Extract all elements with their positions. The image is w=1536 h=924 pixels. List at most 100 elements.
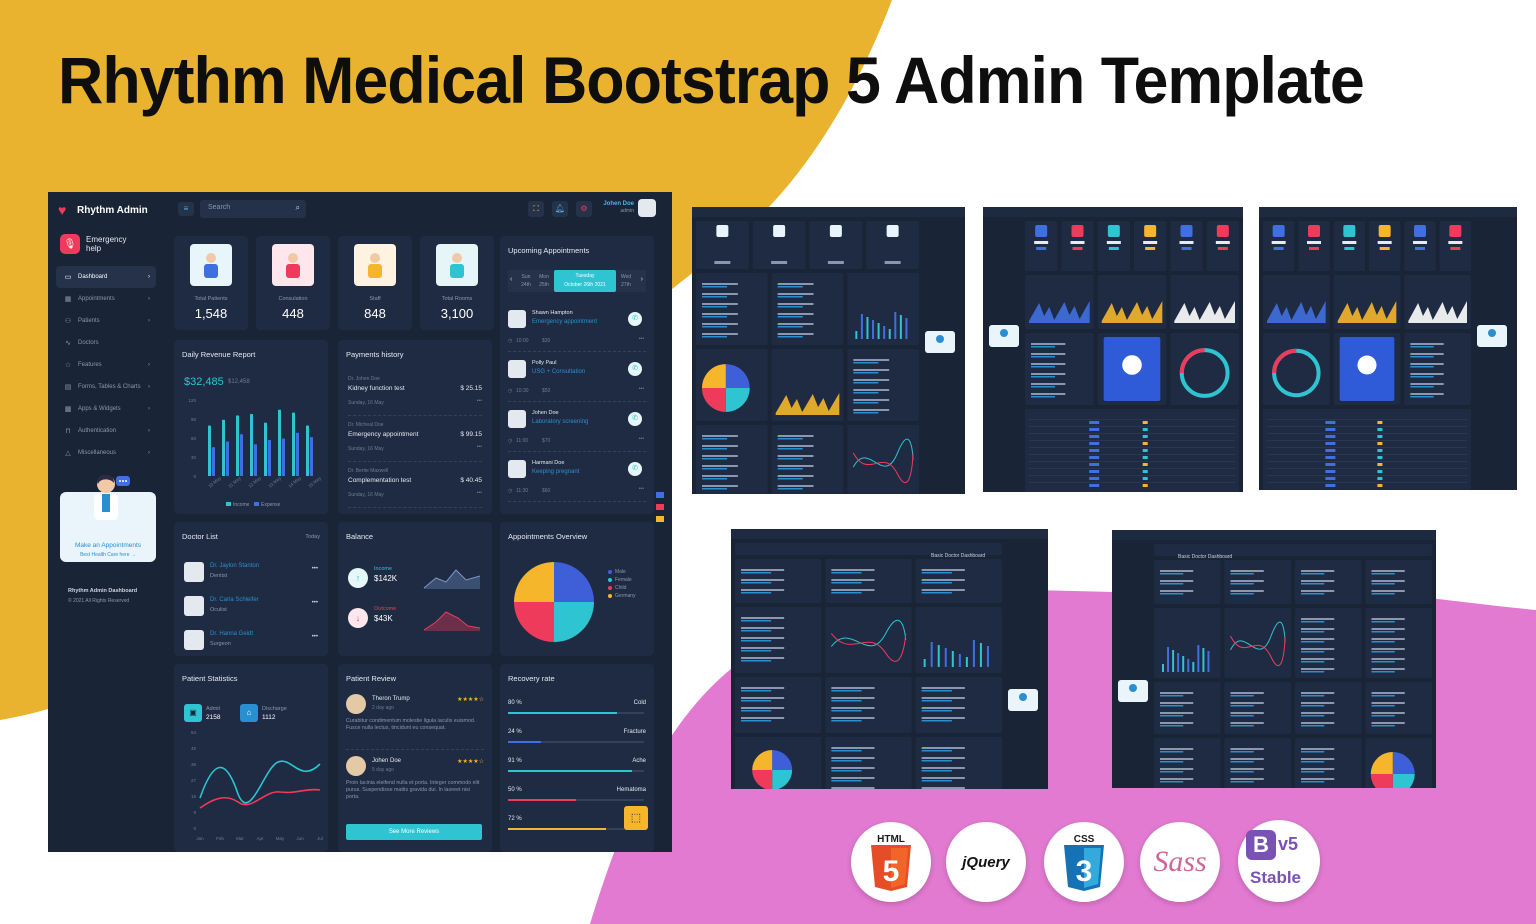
clock-icon: ◷ [508,488,513,494]
review-date: 5 day ago [372,767,394,773]
fullscreen-icon[interactable]: ⛶ [528,201,544,217]
phone-icon[interactable]: ✆ [628,412,642,426]
legend-income-swatch [226,502,231,506]
promo-link[interactable]: Best Health Care here → [80,552,136,558]
recovery-label: Fracture [623,729,646,735]
patient-stats-title: Patient Statistics [182,674,238,683]
sidebar-item-dashboard[interactable]: ▭Dashboard› [56,266,156,288]
x-tick-label: Feb [216,836,224,841]
avatar [346,694,366,714]
sidebar-item-features[interactable]: ☆Features› [56,354,156,376]
more-icon[interactable]: ••• [311,634,318,640]
recovery-fill [508,770,632,772]
sidebar-item-appointments[interactable]: ▦Appointments› [56,288,156,310]
sidebar: ♥ Rhythm Admin 🎙 Emergency help ▭ Dashboa… [48,192,168,852]
appointment-patient: Harmani Doe [532,460,565,466]
phone-icon[interactable]: ✆ [628,312,642,326]
emergency-help-button[interactable]: 🎙 Emergency help [60,234,130,254]
appointment-fee: $70 [542,438,551,444]
see-more-reviews-button[interactable]: See More Reviews [346,824,482,840]
legend-label: Male [615,569,626,575]
legend-income: Income [233,502,250,508]
appointment-promo[interactable]: Make an Appointments Best Health Care he… [60,474,156,562]
recovery-label: Cold [633,700,646,706]
doctor-name: Dr. Hanna Geidt [210,631,254,637]
sidebar-item-label: Dashboard [78,274,108,280]
more-icon[interactable]: ••• [638,386,644,392]
expense-bar [240,434,243,476]
doctor-filter[interactable]: Today [305,534,320,540]
more-icon[interactable]: ••• [638,436,644,442]
bootstrap-icon: B v5 Stable [1244,828,1314,894]
discharge-line [199,788,321,809]
search-placeholder: Search [208,204,231,211]
avatar [184,596,204,616]
sidebar-item-miscellaneous[interactable]: △Miscellaneous› [56,442,156,464]
more-icon[interactable]: ••• [476,444,482,450]
monitor-icon: ▭ [64,274,72,281]
sidebar-item-authentication[interactable]: ⊓Authentication› [56,420,156,442]
more-icon[interactable]: ••• [311,566,318,572]
chevron-right-icon: › [148,318,150,324]
daily-revenue-card: Daily Revenue Report $32,485 $12,458 120… [174,340,328,514]
css3-badge: CSS 3 [1044,822,1124,902]
sidebar-item-apps-widgets[interactable]: ▩Apps & Widgets› [56,398,156,420]
recovery-track [508,712,644,714]
legend-item: Child [608,584,636,592]
chevron-left-icon[interactable]: ‹ [510,276,513,283]
bell-icon[interactable]: 🔔︎ [552,201,568,217]
sidebar-item-patients[interactable]: ⚇Patients› [56,310,156,332]
chat-icon[interactable]: ⬚ [624,806,648,830]
chevron-right-icon[interactable]: › [640,276,643,283]
gear-icon[interactable]: ⚙ [576,201,592,217]
more-icon[interactable]: ••• [638,486,644,492]
more-icon[interactable]: ••• [476,398,482,404]
menu-toggle-icon[interactable]: ≡ [178,202,194,216]
more-icon[interactable]: ••• [476,490,482,496]
sidebar-item-label: Doctors [78,340,99,346]
wheelchair-icon [190,244,232,286]
reviewer-name: Johen Doe [372,758,402,764]
phone-icon[interactable]: ✆ [628,362,642,376]
sidebar-item-forms-tables-charts[interactable]: ▤Forms, Tables & Charts› [56,376,156,398]
more-icon[interactable]: ••• [638,336,644,342]
recovery-fill [508,741,541,743]
preview-dashboard-2 [983,207,1243,492]
recovery-percent: 91 % [508,758,522,764]
y-tick-label: 90 [191,417,197,422]
search-icon[interactable]: ⌕ [295,203,300,212]
payment-doctor: Dr. Micheal Doe [348,422,384,428]
jquery-logo: jQuery [962,853,1010,871]
more-icon[interactable]: ••• [311,600,318,606]
brand-logo[interactable]: ♥ Rhythm Admin [58,203,148,217]
payment-amount: $ 25.15 [460,385,482,392]
sidebar-item-doctors[interactable]: ∿Doctors [56,332,156,354]
stat-value: 3,100 [440,306,474,321]
recovery-item: 50 %Hematoma [508,787,646,809]
y-tick-label: 60 [191,436,197,441]
sidebar-item-label: Apps & Widgets [78,406,121,412]
sidebar-item-label: Forms, Tables & Charts [78,384,141,390]
phone-icon[interactable]: ✆ [628,462,642,476]
search-input[interactable]: Search ⌕ [200,200,306,218]
chevron-right-icon: › [148,450,150,456]
appointment-type: USG + Consultation [532,369,586,375]
